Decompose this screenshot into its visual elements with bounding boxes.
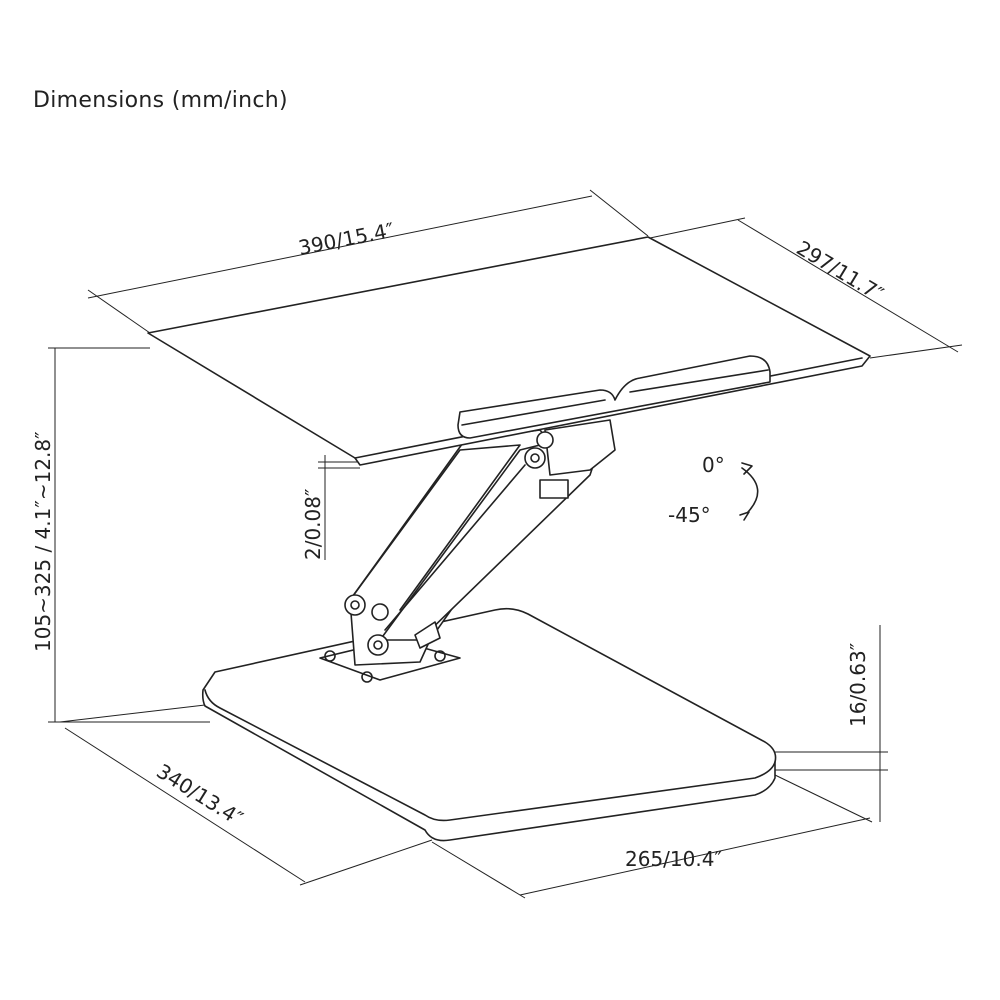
tilt-rotation-arrow-icon <box>739 462 759 521</box>
base-width-label: 265/10.4″ <box>625 847 722 871</box>
laptop-tray <box>147 236 871 466</box>
base-depth-label: 340/13.4″ <box>152 759 247 831</box>
plate-depth-label: 297/11.7″ <box>792 236 887 306</box>
tilt-max-angle-label: -45° <box>668 503 711 527</box>
base-thickness-label: 16/0.63″ <box>846 643 870 727</box>
plate-width-label: 390/15.4″ <box>296 218 396 260</box>
support-arm <box>344 419 616 666</box>
dimension-lines <box>48 189 963 899</box>
tilt-min-angle-label: 0° <box>702 453 725 477</box>
diagram-title: Dimensions (mm/inch) <box>33 88 288 113</box>
stand-base <box>201 607 777 842</box>
plate-thickness-label: 2/0.08″ <box>301 489 325 560</box>
height-range-label: 105~325 / 4.1″~12.8″ <box>31 431 55 652</box>
